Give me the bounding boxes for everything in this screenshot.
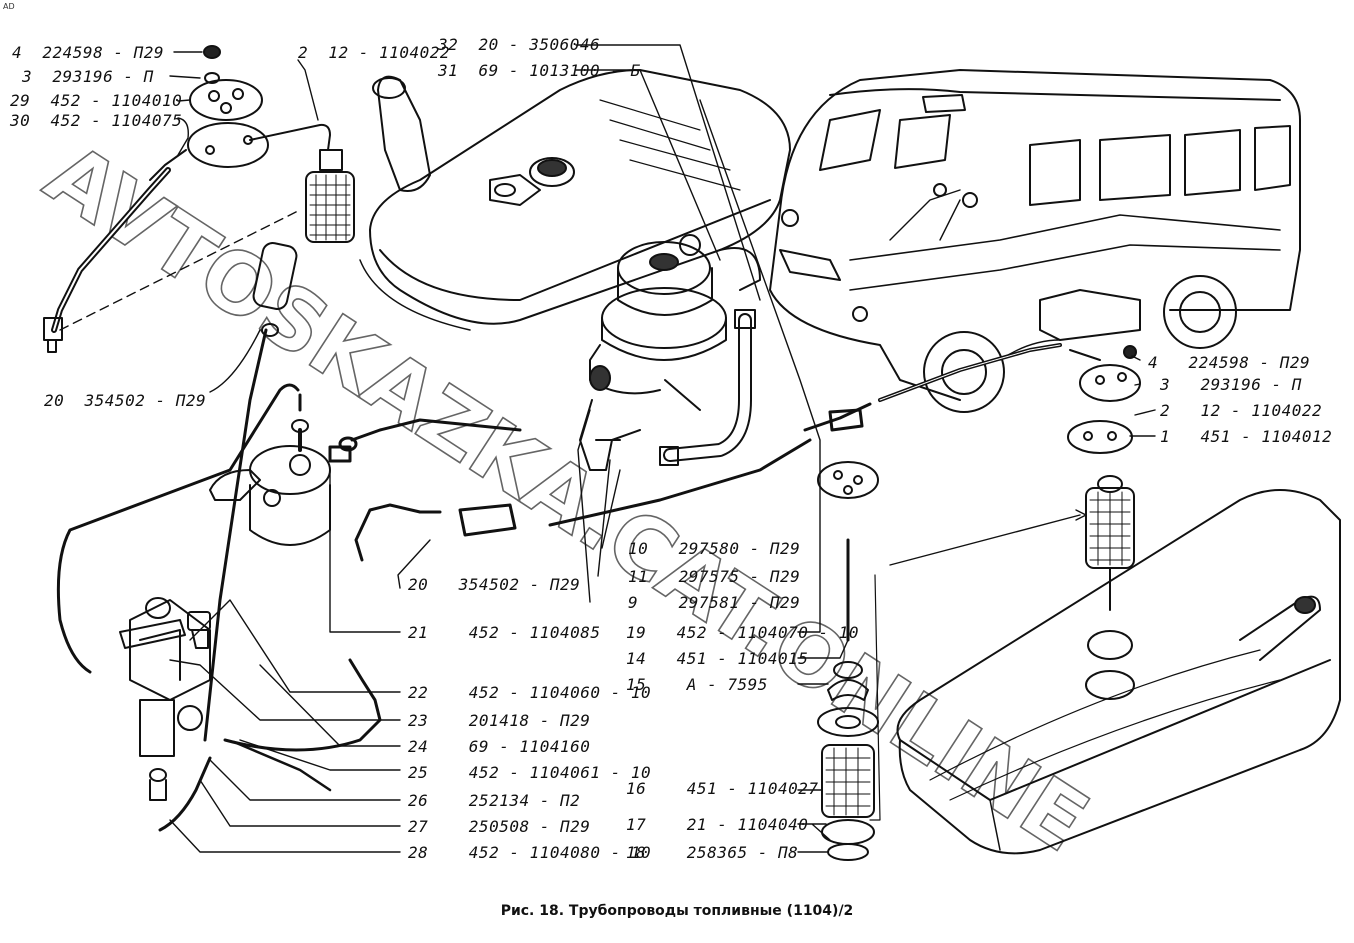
callout-15: 15 А - 7595: [626, 675, 768, 694]
callout-27: 27 250508 - П29: [408, 817, 591, 836]
callout-3-right: 3 293196 - П: [1160, 375, 1302, 394]
callout-24: 24 69 - 1104160: [408, 737, 591, 756]
callout-17: 17 21 - 1104040: [626, 815, 809, 834]
callout-31: 31 69 - 1013100 - Б: [438, 61, 641, 80]
callout-26: 26 252134 - П2: [408, 791, 581, 810]
watermark: AVTOSKAZKA.CAT.ONLINE: [28, 124, 1105, 872]
callout-23: 23 201418 - П29: [408, 711, 591, 730]
connector-sleeve-left: [252, 242, 298, 337]
callout-14: 14 451 - 1104015: [626, 649, 809, 668]
callout-16: 16 451 - 1104027: [626, 779, 819, 798]
callout-20-mid: 20 354502 - П29: [408, 575, 581, 594]
corner-mark: AD: [3, 2, 15, 11]
callout-21: 21 452 - 1104085: [408, 623, 601, 642]
callout-3-left: 3 293196 - П: [22, 67, 154, 86]
callout-32: 32 20 - 3506046: [438, 35, 601, 54]
fuel-lines: [56, 328, 872, 832]
callout-2-left: 2 12 - 1104022: [298, 43, 450, 62]
callout-4-right: 4 224598 - П29: [1148, 353, 1311, 372]
callout-2-right: 2 12 - 1104022: [1160, 401, 1323, 420]
fuel-tank-lower: [896, 489, 1341, 855]
callout-20-left: 20 354502 - П29: [44, 391, 207, 410]
rubber-hose-pump: [659, 309, 756, 466]
fuel-tap-valve: [119, 597, 211, 801]
callout-leader-lines: [169, 44, 1156, 853]
callout-25: 25 452 - 1104061 - 10: [408, 763, 652, 782]
sediment-filter-bowl: [209, 419, 331, 546]
filter-exploded-stack: [817, 461, 881, 861]
vehicle-van: [769, 69, 1301, 413]
callout-28: 28 452 - 1104080 - 10: [408, 843, 652, 862]
callout-22: 22 452 - 1104060 - 10: [408, 683, 652, 702]
callout-30: 30 452 - 1104075: [10, 111, 183, 130]
fuel-filter-right: [1085, 475, 1135, 611]
figure-caption: Рис. 18. Трубопроводы топливные (1104)/2: [500, 903, 854, 919]
fuel-pickup-right: [878, 343, 1141, 454]
callout-11: 11 297575 - П29: [628, 567, 801, 586]
callout-1-right: 1 451 - 1104012: [1160, 427, 1333, 446]
svg-text:AVTOSKAZKA.CAT.ONLINE: AVTOSKAZKA.CAT.ONLINE: [29, 125, 1105, 871]
fuel-tank-upper: [359, 69, 791, 331]
callout-4-left: 4 224598 - П29: [12, 43, 164, 62]
callout-19: 19 452 - 1104070 - 10: [626, 623, 860, 642]
callout-29: 29 452 - 1104010: [10, 91, 183, 110]
fuel-pump: [589, 234, 761, 411]
callout-10: 10 297580 - П29: [628, 539, 801, 558]
callout-18: 18 258365 - П8: [626, 843, 799, 862]
callout-9: 9 297581 - П29: [628, 593, 801, 612]
fuel-filter-upper: [305, 149, 355, 243]
dashed-leader: [59, 209, 301, 331]
pump-mounting-bracket: [579, 399, 641, 471]
